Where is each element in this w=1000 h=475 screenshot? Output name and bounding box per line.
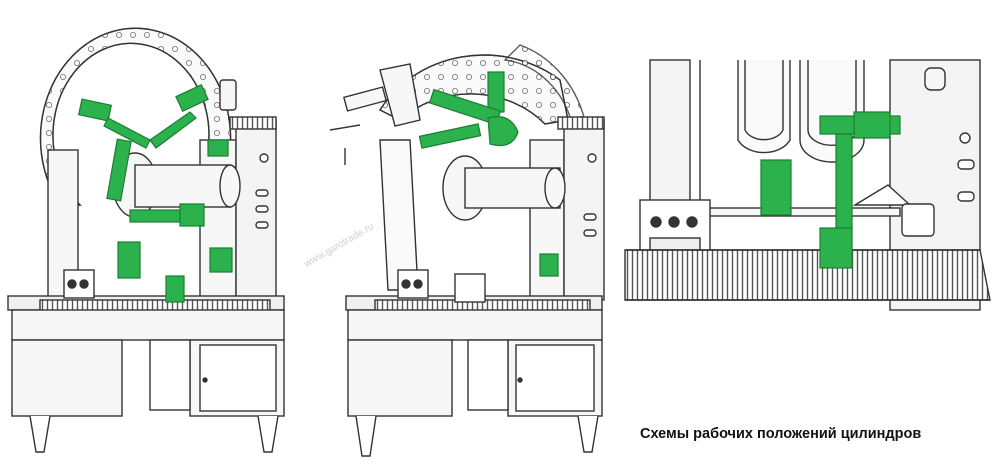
- machine-middle: [329, 44, 605, 457]
- control-valve-middle: [397, 269, 429, 299]
- diagram-caption: Схемы рабочих положений цилиндров: [640, 426, 922, 442]
- hydraulic-cylinders-detail: [760, 111, 901, 269]
- control-valve-left: [63, 269, 95, 299]
- hydraulic-cylinders-middle: [418, 71, 559, 277]
- hydraulic-cylinders-left: [77, 84, 233, 303]
- machine-left: [7, 27, 285, 453]
- detail-view: [624, 59, 991, 311]
- wheel-ring-middle: [378, 44, 590, 221]
